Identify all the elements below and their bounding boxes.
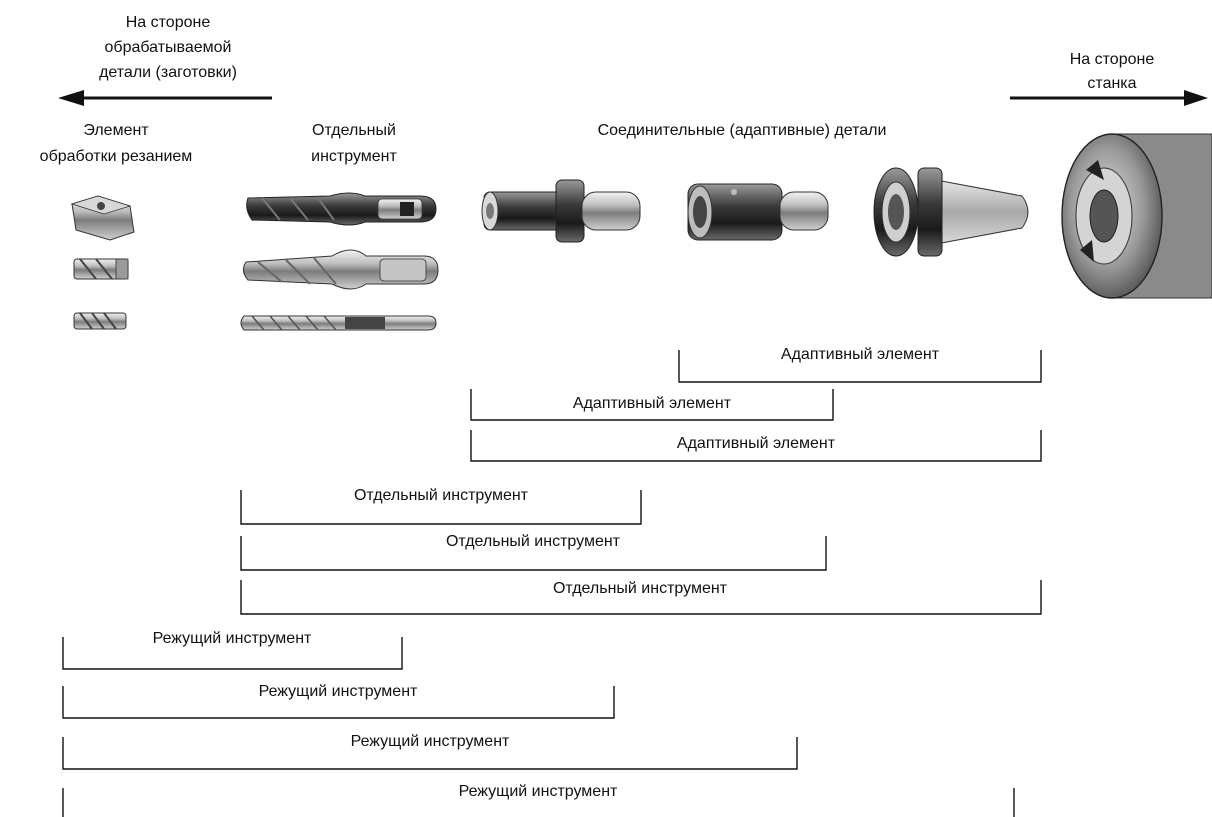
workpiece-side-line-2: обрабатываемой [105,39,232,56]
header-cutting-element-line-2: обработки резанием [40,148,193,165]
bracket-separate-tool-1-label: Отдельный инструмент [354,487,529,504]
bracket-adaptive-2-label: Адаптивный элемент [573,395,732,412]
collet-adapter-icon [481,179,641,243]
bracket-cutting-tool-4: Режущий инструмент [62,783,1015,817]
sleeve-adapter-icon [687,183,829,241]
bracket-cutting-tool-3: Режущий инструмент [62,733,798,770]
machine-side-label: На стороне станка [1070,51,1155,92]
header-cutting-element-line-1: Элемент [83,122,149,139]
bracket-separate-tool-2-label: Отдельный инструмент [446,533,621,550]
drill-tip-icon [73,258,129,280]
machine-side-line-1: На стороне [1070,51,1155,68]
workpiece-side-line-3: детали (заготовки) [99,64,237,81]
taper-shank-holder-icon [873,167,1029,257]
workpiece-side-line-1: На стороне [126,14,211,31]
bracket-cutting-tool-2-label: Режущий инструмент [259,683,418,700]
bracket-adaptive-1: Адаптивный элемент [678,346,1042,383]
bracket-cutting-tool-3-label: Режущий инструмент [351,733,510,750]
bracket-cutting-tool-2: Режущий инструмент [62,683,615,719]
bracket-cutting-tool-4-label: Режущий инструмент [459,783,618,800]
bracket-cutting-tool-1: Режущий инструмент [62,630,403,670]
twist-drill-icon [240,315,437,331]
header-separate-tool-line-1: Отдельный [312,122,396,139]
right-arrow-icon [1010,90,1208,106]
bracket-separate-tool-2: Отдельный инструмент [240,533,827,571]
left-arrow-icon [58,90,272,106]
bracket-separate-tool-1: Отдельный инструмент [240,487,642,525]
header-connecting-parts: Соединительные (адаптивные) детали [598,122,887,139]
bracket-separate-tool-3: Отдельный инструмент [240,580,1042,615]
bracket-adaptive-1-label: Адаптивный элемент [781,346,940,363]
machine-side-line-2: станка [1087,75,1136,92]
bracket-adaptive-3: Адаптивный элемент [470,430,1042,462]
spindle-icon [1061,133,1212,299]
brazed-drill-icon [242,249,439,290]
insert-icon [70,195,135,241]
workpiece-side-label: На стороне обрабатываемой детали (загото… [99,14,237,81]
bracket-separate-tool-3-label: Отдельный инструмент [553,580,728,597]
small-drill-icon [73,312,127,330]
header-separate-tool-line-2: инструмент [311,148,397,165]
bracket-cutting-tool-1-label: Режущий инструмент [153,630,312,647]
bracket-adaptive-3-label: Адаптивный элемент [677,435,836,452]
bracket-adaptive-2: Адаптивный элемент [470,389,834,421]
indexable-drill-icon [246,192,437,226]
